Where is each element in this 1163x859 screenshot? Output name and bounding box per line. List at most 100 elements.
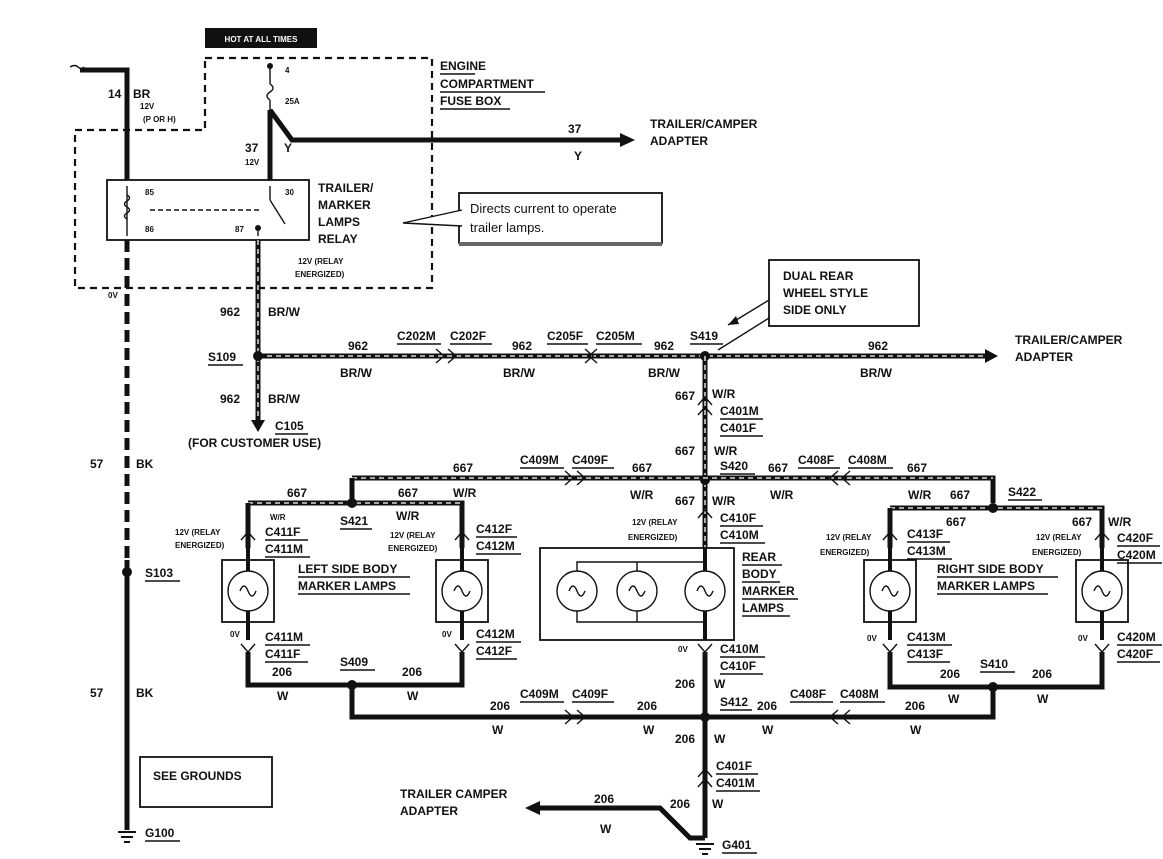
ground-g401: G401 xyxy=(696,838,757,855)
c401m-a-label: C401M xyxy=(720,404,759,418)
wire-w-label-a: W xyxy=(277,689,289,703)
c412m-a-label: C412M xyxy=(476,539,515,553)
wire-962-brw-vertical: 962 BR/W 962 BR/W xyxy=(220,240,301,432)
right-lamp-1 xyxy=(863,530,917,640)
svg-text:962: 962 xyxy=(220,305,240,319)
wire-w-label-h: W xyxy=(910,723,922,737)
wire-wr-label-k2: W/R xyxy=(396,509,420,523)
wire-206-label-f: 206 xyxy=(757,699,777,713)
c411f-a-label: C411F xyxy=(265,525,300,539)
wire-wr-label-j: W/R xyxy=(1108,515,1132,529)
wire-brw-label-d: BR/W xyxy=(648,366,681,380)
wire-w-label-e: W xyxy=(643,723,655,737)
wire-wr-label-k: W/R xyxy=(270,513,286,522)
wire-962-label-d: 962 xyxy=(654,339,674,353)
s410-label: S410 xyxy=(980,657,1008,671)
ground-g100: G100 xyxy=(118,826,180,843)
right-lamp-2 xyxy=(1075,530,1129,640)
wire-667-label-j: 667 xyxy=(1072,515,1092,529)
wire-brw-label-e: BR/W xyxy=(860,366,893,380)
wire-206-label-h: 206 xyxy=(675,732,695,746)
svg-text:Directs current to operate: Directs current to operate xyxy=(470,201,617,216)
rear-0v: 0V xyxy=(678,645,688,654)
c420f-b-label: C420F xyxy=(1117,647,1153,661)
connector-c205f: C205F xyxy=(547,329,583,343)
trailer-adapter-top-label-1: TRAILER/CAMPER xyxy=(650,117,758,131)
right-energized-2a: 12V (RELAY xyxy=(1036,533,1082,542)
trailer-adapter-mid-label-1: TRAILER/CAMPER xyxy=(1015,333,1123,347)
svg-text:25A: 25A xyxy=(285,97,300,106)
wire-667-label-g: 667 xyxy=(950,488,970,502)
c412f-b-label: C412F xyxy=(476,644,512,658)
wire-w-label-i: W xyxy=(712,797,724,811)
engine-compartment-label-2: COMPARTMENT xyxy=(440,77,534,91)
right-body-label-2: MARKER LAMPS xyxy=(937,579,1035,593)
trailer-adapter-bottom-label-2: ADAPTER xyxy=(400,804,458,818)
svg-text:962: 962 xyxy=(220,392,240,406)
dual-rear-callout: DUAL REAR WHEEL STYLE SIDE ONLY xyxy=(717,259,920,351)
wire-w-label-g: W xyxy=(762,723,774,737)
c401m-b-label: C401M xyxy=(716,776,755,790)
rear-energized-a: 12V (RELAY xyxy=(632,518,678,527)
wire-206-label-a: 206 xyxy=(272,665,292,679)
right-energized-1a: 12V (RELAY xyxy=(826,533,872,542)
c413m-b-label: C413M xyxy=(907,630,946,644)
rear-energized-b: ENERGIZED) xyxy=(628,533,678,542)
wire-brw-label-b: BR/W xyxy=(340,366,373,380)
wire-206-label-e: 206 xyxy=(637,699,657,713)
svg-text:37: 37 xyxy=(568,122,582,136)
c412m-b-label: C412M xyxy=(476,627,515,641)
left-energized-2a: 12V (RELAY xyxy=(390,531,436,540)
hot-at-all-times-banner: HOT AT ALL TIMES xyxy=(205,28,317,48)
svg-text:BR: BR xyxy=(133,87,151,101)
wire-667-label-b: 667 xyxy=(453,461,473,475)
c411m-a-label: C411M xyxy=(265,542,303,556)
c410f-b-label: C410F xyxy=(720,659,756,673)
svg-text:4: 4 xyxy=(285,66,290,75)
wire-wr-label-h: W/R xyxy=(908,488,932,502)
connector-c408m-top: C408M xyxy=(848,453,887,467)
wire-962-label-e: 962 xyxy=(868,339,888,353)
svg-text:BK: BK xyxy=(136,686,154,700)
wire-w-label-j: W xyxy=(714,732,726,746)
rear-body-label-2: BODY xyxy=(742,567,777,581)
svg-text:W/R: W/R xyxy=(712,387,736,401)
wire-57-bk: 57 BK 57 BK xyxy=(90,240,154,830)
wire-w-label-r1: W xyxy=(948,692,960,706)
c413f-a-label: C413F xyxy=(907,527,943,541)
wire-w-label-r2: W xyxy=(1037,692,1049,706)
wire-206-label-d: 206 xyxy=(490,699,510,713)
svg-text:SEE GROUNDS: SEE GROUNDS xyxy=(153,769,242,783)
c413f-b-label: C413F xyxy=(907,647,943,661)
left-0v-1: 0V xyxy=(230,630,240,639)
c420m-b-label: C420M xyxy=(1117,630,1156,644)
left-energized-2b: ENERGIZED) xyxy=(388,544,438,553)
left-0v-2: 0V xyxy=(442,630,452,639)
relay-label-4: RELAY xyxy=(318,232,358,246)
svg-text:G100: G100 xyxy=(145,826,175,840)
relay-label-1: TRAILER/ xyxy=(318,181,374,195)
rear-lamp-group xyxy=(539,547,735,641)
svg-text:Y: Y xyxy=(284,141,292,155)
svg-text:30: 30 xyxy=(285,188,294,197)
c412f-a-label: C412F xyxy=(476,522,512,536)
right-body-label-1: RIGHT SIDE BODY xyxy=(937,562,1044,576)
left-lamp-2 xyxy=(435,530,489,640)
svg-text:G401: G401 xyxy=(722,838,752,852)
svg-text:trailer lamps.: trailer lamps. xyxy=(470,220,544,235)
wire-667-label-c: 667 xyxy=(632,461,652,475)
s412-label: S412 xyxy=(720,695,748,709)
svg-text:667: 667 xyxy=(675,389,695,403)
svg-text:DUAL REAR: DUAL REAR xyxy=(783,269,854,283)
left-body-label-1: LEFT SIDE BODY xyxy=(298,562,397,576)
wire-206-label-r2: 206 xyxy=(1032,667,1052,681)
wire-wr-label-i: 667 xyxy=(946,515,966,529)
rear-body-label-1: REAR xyxy=(742,550,776,564)
c410m-b-label: C410M xyxy=(720,642,759,656)
c411m-b-label: C411M xyxy=(265,630,303,644)
wire-962-label-b: 962 xyxy=(348,339,368,353)
c420f-a-label: C420F xyxy=(1117,531,1153,545)
right-energized-2b: ENERGIZED) xyxy=(1032,548,1082,557)
left-energized-1a: 12V (RELAY xyxy=(175,528,221,537)
wire-206-label-c: 206 xyxy=(675,677,695,691)
